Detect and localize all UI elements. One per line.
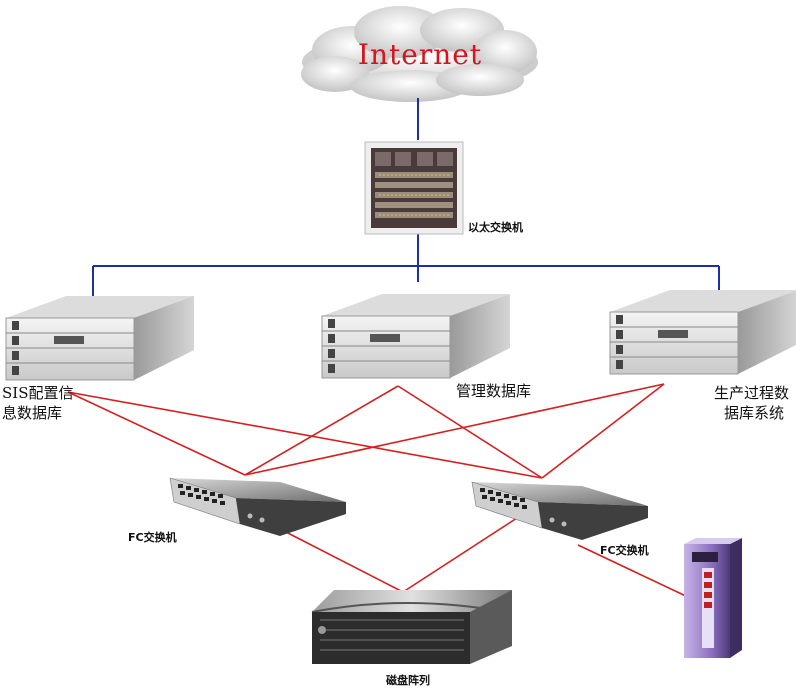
ethernet-switch-chassis xyxy=(364,141,464,235)
server-prod-label-line1: 生产过程数 xyxy=(714,384,790,402)
server-mgmt xyxy=(321,294,510,379)
link-sis-fc1 xyxy=(67,391,246,476)
server-sis xyxy=(5,296,194,381)
fc-links xyxy=(67,383,691,599)
server-sis-label-line2: 息数据库 xyxy=(2,404,63,422)
server-prod xyxy=(609,290,796,375)
link-prod-fc1 xyxy=(244,383,665,476)
disk-array-label: 磁盘阵列 xyxy=(386,674,430,687)
internet-cloud xyxy=(301,6,538,102)
core-switch-label: 以太交换机 xyxy=(468,221,523,234)
server-prod-label-line2: 据库系统 xyxy=(724,404,785,422)
server-sis-label-line1: SIS配置信 xyxy=(2,384,74,402)
fc-switch-2 xyxy=(471,481,648,540)
fc-switch-2-label: FC交换机 xyxy=(600,544,649,557)
link-sis-fc2 xyxy=(67,391,543,479)
fc-switch-1-label: FC交换机 xyxy=(128,531,177,544)
link-mgmt-fc1 xyxy=(244,385,399,476)
tape-library xyxy=(684,538,742,658)
link-prod-fc2 xyxy=(541,383,665,479)
disk-array xyxy=(311,590,512,664)
server-mgmt-label: 管理数据库 xyxy=(456,382,532,400)
link-fc1-array xyxy=(281,529,404,593)
fc-switch-1 xyxy=(169,477,346,536)
internet-label: Internet xyxy=(357,38,483,71)
link-fc2-array xyxy=(402,515,521,593)
link-fc2-tape xyxy=(577,544,691,599)
link-mgmt-fc2 xyxy=(397,385,543,479)
